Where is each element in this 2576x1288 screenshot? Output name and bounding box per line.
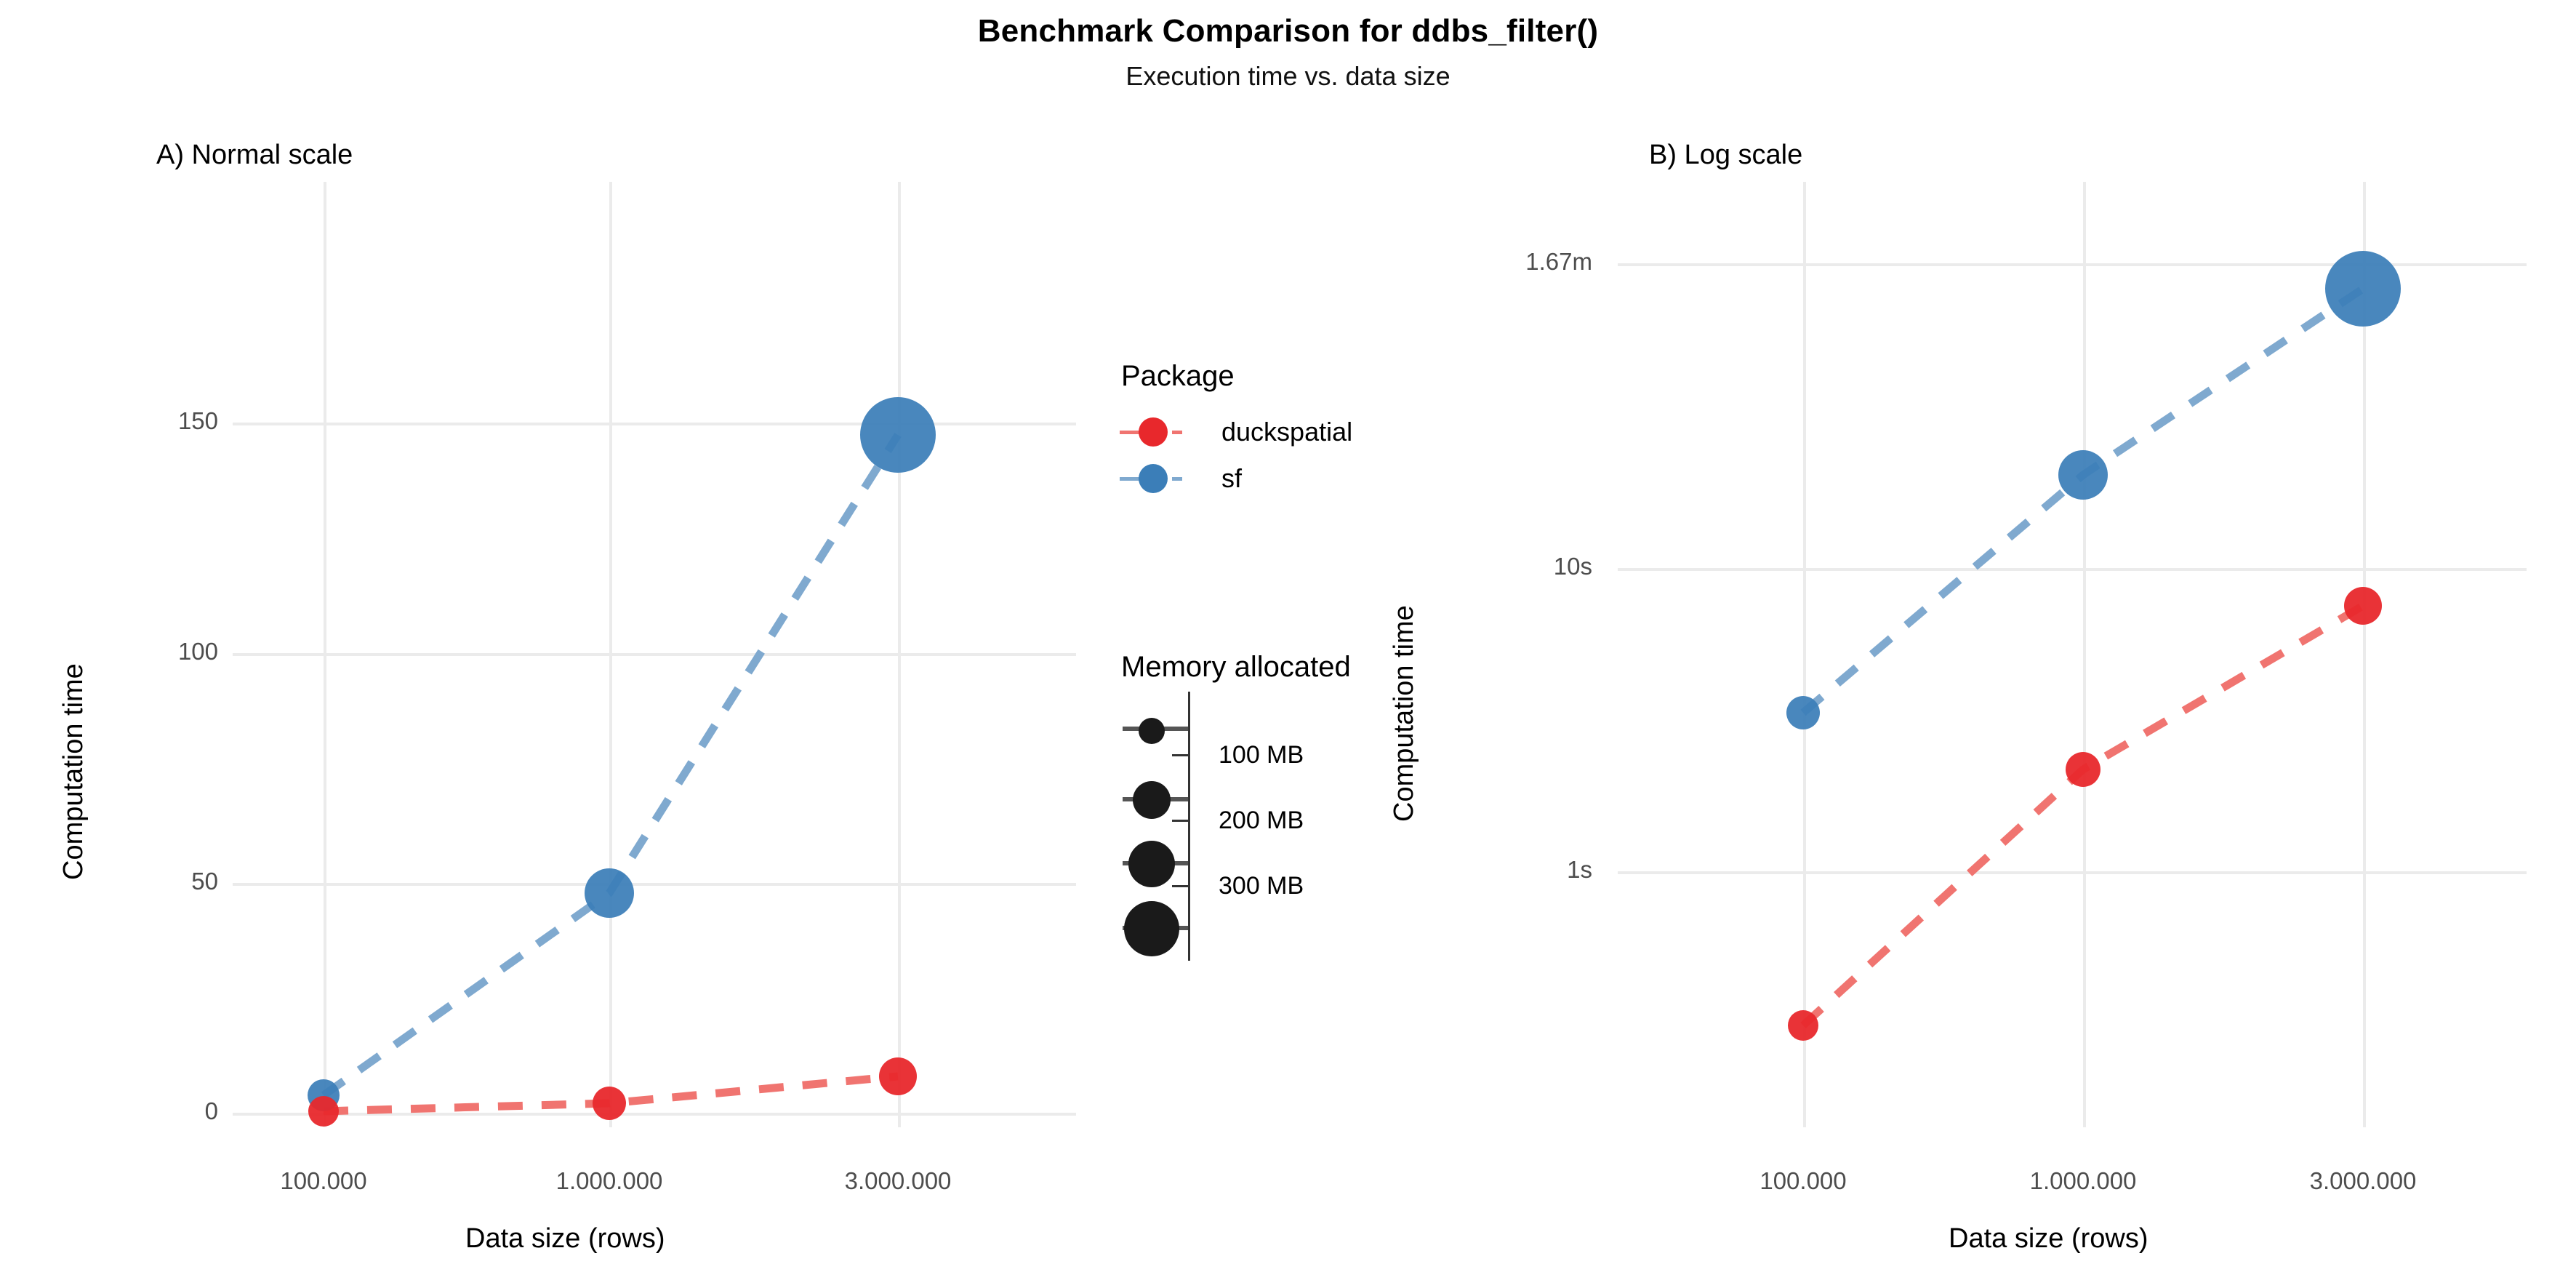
size-legend-key <box>1120 898 1188 958</box>
point-duckspatial <box>308 1096 339 1127</box>
size-legend: Memory allocated 100 MB 200 MB 300 MB <box>1120 651 1425 961</box>
panel-a-xtick: 3.000.000 <box>844 1167 952 1194</box>
panel-a-label: A) Normal scale <box>156 140 353 170</box>
panel-a-xtick: 1.000.000 <box>555 1167 663 1194</box>
gridline-y <box>1618 871 2527 874</box>
package-legend-title: Package <box>1121 360 1235 392</box>
panel-a-ytick: 100 <box>177 638 218 665</box>
panel-a-plot <box>233 182 1076 1127</box>
panel-b-plot <box>1618 182 2527 1127</box>
gridline-x <box>2363 182 2366 1127</box>
gridline-y <box>233 883 1076 886</box>
point-duckspatial <box>1788 1010 1818 1041</box>
gridline-x <box>324 182 326 1127</box>
gridline-y <box>233 653 1076 656</box>
panel-a-ytick: 0 <box>204 1097 218 1124</box>
size-legend-key <box>1120 776 1188 823</box>
panel-a-xtick: 100.000 <box>280 1167 367 1194</box>
panel-b-y-axis-title: Computation time <box>1389 605 1419 822</box>
size-legend-key <box>1120 713 1188 745</box>
size-legend-label: 300 MB <box>1219 872 1304 900</box>
panel-b-label: B) Log scale <box>1649 140 1803 170</box>
panel-b-x-axis-title: Data size (rows) <box>1949 1223 2148 1254</box>
panel-a-series <box>308 397 936 1127</box>
legend-item-sf[interactable]: sf <box>1120 455 1425 502</box>
figure-subtitle: Execution time vs. data size <box>1126 61 1450 91</box>
panel-a-ytick: 50 <box>191 868 218 895</box>
line-duckspatial <box>1800 602 2365 1029</box>
legend-label-duckspatial: duckspatial <box>1221 417 1353 447</box>
point-sf <box>860 397 936 473</box>
size-legend-key <box>1120 837 1188 889</box>
point-duckspatial <box>593 1087 626 1120</box>
panel-b-xtick: 100.000 <box>1760 1167 1847 1194</box>
panel-b-ytick: 10s <box>1553 553 1592 580</box>
panel-b-ytick: 1.67m <box>1525 248 1592 275</box>
point-duckspatial <box>2066 752 2100 787</box>
gridline-x <box>1803 182 1806 1127</box>
size-legend-tick <box>1172 754 1188 756</box>
point-sf <box>1786 696 1820 729</box>
panel-a-y-axis-title: Computation time <box>58 663 89 880</box>
panel-b-xtick: 1.000.000 <box>2029 1167 2137 1194</box>
size-legend-tick <box>1172 885 1188 887</box>
point-sf <box>585 868 634 918</box>
point-duckspatial <box>879 1057 917 1095</box>
legend-key-duckspatial <box>1120 409 1182 455</box>
size-legend-axis <box>1188 692 1190 961</box>
figure-title: Benchmark Comparison for ddbs_filter() <box>977 13 1599 49</box>
legend-key-sf <box>1120 455 1182 502</box>
point-sf <box>2325 251 2401 327</box>
line-sf <box>1800 285 2366 716</box>
size-legend-tick <box>1172 820 1188 822</box>
size-legend-label: 200 MB <box>1219 807 1304 834</box>
package-legend: Package duckspatial sf <box>1120 360 1425 502</box>
point-sf <box>2058 450 2108 500</box>
panel-b-series <box>1786 251 2401 1041</box>
legend-label-sf: sf <box>1221 463 1243 493</box>
size-legend-title: Memory allocated <box>1121 651 1351 683</box>
gridline-y <box>233 423 1076 425</box>
panel-a-x-axis-title: Data size (rows) <box>465 1223 665 1254</box>
gridline-y <box>1618 568 2527 571</box>
line-sf <box>321 433 902 1099</box>
legend-item-duckspatial[interactable]: duckspatial <box>1120 409 1425 455</box>
gridline-x <box>609 182 612 1127</box>
gridline-x <box>2083 182 2086 1127</box>
size-legend-label: 100 MB <box>1219 741 1304 769</box>
panel-b-xtick: 3.000.000 <box>2309 1167 2417 1194</box>
panel-b-ytick: 1s <box>1567 856 1592 883</box>
gridline-y <box>1618 263 2527 266</box>
panel-a-ytick: 150 <box>177 407 218 434</box>
point-duckspatial <box>2344 587 2382 625</box>
gridline-x <box>898 182 901 1127</box>
gridline-y <box>233 1113 1076 1116</box>
